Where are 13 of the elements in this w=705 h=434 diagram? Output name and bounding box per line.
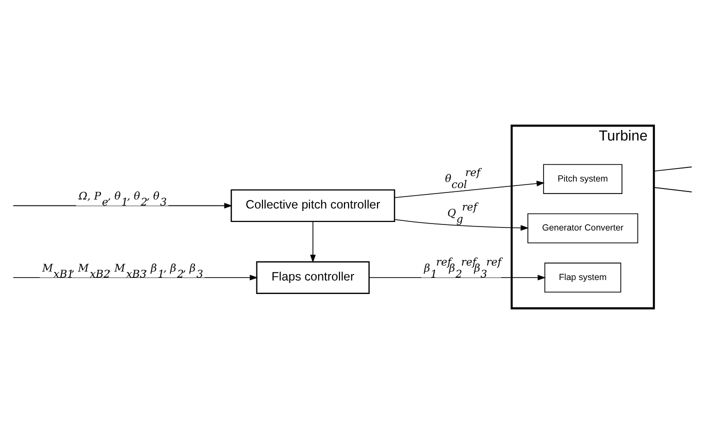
node-box: Flaps controller	[256, 261, 370, 294]
connector	[653, 187, 692, 192]
node-box: Collective pitch controller	[230, 189, 396, 222]
node-box: Pitch system	[543, 164, 622, 194]
arrow	[394, 180, 545, 198]
arrow	[394, 219, 529, 231]
arrow	[12, 202, 232, 209]
arrow	[368, 274, 546, 280]
node-box: Flap system	[544, 262, 622, 293]
connector	[653, 166, 692, 172]
node-box: Generator Converter	[527, 213, 638, 244]
arrow	[310, 221, 316, 263]
arrow	[12, 274, 258, 280]
